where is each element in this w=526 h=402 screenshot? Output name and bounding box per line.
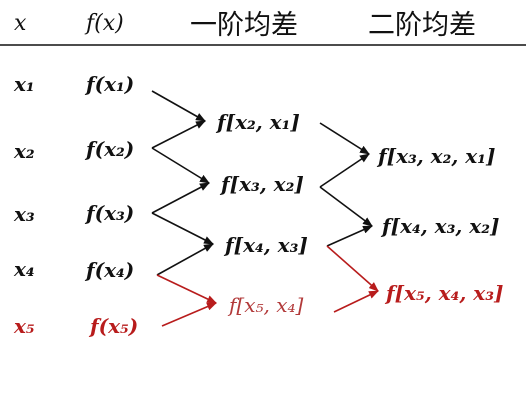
arrow-fx1-to-d21	[151, 90, 206, 122]
node-fx2: f(x₂)	[84, 137, 134, 161]
node-d32: f[x₃, x₂]	[219, 172, 304, 196]
arrow-d32-to-d321	[319, 153, 370, 188]
arrow-d21-to-d321	[319, 122, 370, 155]
arrows-group	[151, 90, 379, 327]
node-x3: x₃	[13, 202, 35, 226]
node-d321: f[x₃, x₂, x₁]	[376, 144, 495, 168]
header-second-order: 二阶均差	[368, 10, 476, 41]
node-x1: x₁	[13, 72, 35, 96]
arrow-d43-to-d432	[326, 225, 373, 247]
node-x5: x₅	[13, 314, 35, 338]
node-fx1: f(x₁)	[84, 72, 134, 96]
arrow-d32-to-d432	[319, 186, 373, 227]
arrow-d54-to-d543	[333, 290, 379, 313]
arrow-fx2-to-d32	[151, 147, 210, 184]
node-fx5: f(x₅)	[88, 314, 138, 338]
arrow-d43-to-d543	[326, 245, 379, 292]
arrow-fx2-to-d21	[151, 120, 206, 149]
arrow-fx3-to-d43	[151, 212, 214, 245]
node-d21: f[x₂, x₁]	[215, 110, 300, 134]
node-d432: f[x₄, x₃, x₂]	[380, 214, 499, 238]
arrow-fx5-to-d54	[161, 302, 217, 327]
node-fx3: f(x₃)	[84, 201, 134, 225]
node-d54: f[x₅, x₄]	[227, 293, 304, 317]
arrow-fx3-to-d32	[151, 182, 210, 214]
header-first-order: 一阶均差	[190, 10, 298, 41]
node-fx4: f(x₄)	[84, 258, 134, 282]
header-x: x	[14, 11, 27, 36]
node-x4: x₄	[13, 257, 35, 281]
node-x2: x₂	[13, 139, 35, 163]
header-fx: f(x)	[84, 11, 124, 36]
arrow-fx4-to-d43	[156, 243, 214, 276]
node-d43: f[x₄, x₃]	[223, 233, 308, 257]
arrow-fx4-to-d54	[156, 274, 217, 304]
node-d543: f[x₅, x₄, x₃]	[384, 281, 503, 305]
